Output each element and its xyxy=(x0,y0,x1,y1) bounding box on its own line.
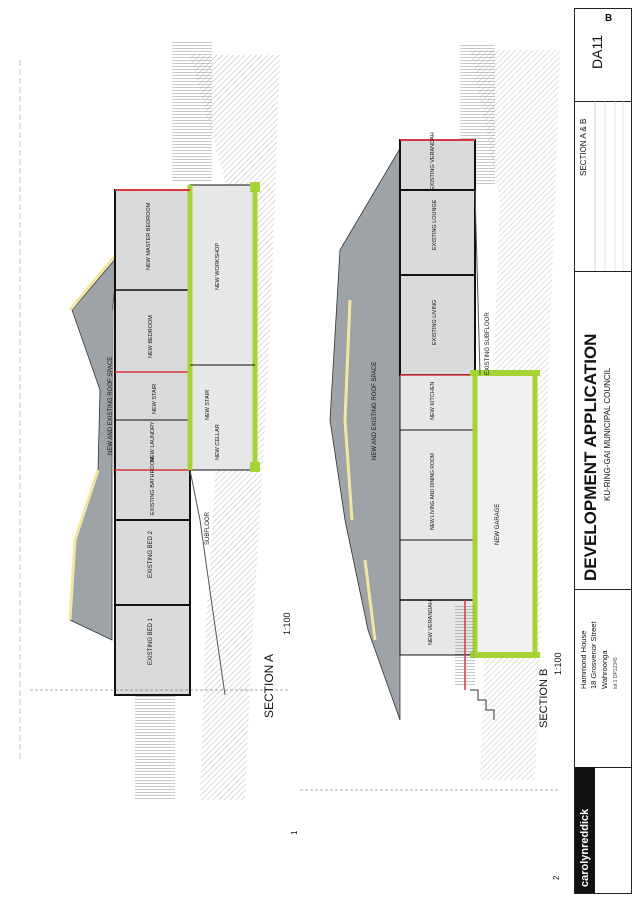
room-label: NEW WORKSHOP xyxy=(215,242,221,290)
room-label: EXISTING LOUNGE xyxy=(432,199,438,250)
room-label: NEW GARAGE xyxy=(495,503,501,545)
room-label: EXISTING LIVING xyxy=(432,299,438,345)
roof-space-label: NEW AND EXISTING ROOF SPACE xyxy=(108,356,114,455)
drawing-title-box: SECTION A & B xyxy=(575,101,631,272)
room-label: NEW LIVING AND DINING ROOM xyxy=(430,453,436,530)
room-label: EXISTING BATHROOM xyxy=(150,456,156,515)
application-box: DEVELOPMENT APPLICATION KU-RING-GAI MUNI… xyxy=(575,271,631,590)
section-a-lower-floor xyxy=(189,184,256,471)
application-title: DEVELOPMENT APPLICATION xyxy=(581,333,600,581)
council-name: KU-RING-GAI MUNICIPAL COUNCIL xyxy=(603,367,612,501)
section-a-fence-bottom xyxy=(135,690,175,800)
section-a-title: SECTION A xyxy=(262,653,276,718)
section-b-existing-rooms xyxy=(399,139,476,376)
project-box: Hammond House 18 Grosvenor Street Wahroo… xyxy=(575,589,631,768)
section-a-number: 1 xyxy=(290,830,299,835)
section-a-upper-floor xyxy=(114,189,191,696)
logo-box: carolynreddick xyxy=(575,767,595,893)
room-label: NEW CELLAR xyxy=(215,424,221,460)
section-b-title: SECTION B xyxy=(538,668,550,728)
section-b-roof xyxy=(329,139,411,721)
section-b-number: 2 xyxy=(552,875,561,880)
room-label: NEW MASTER BEDROOM xyxy=(146,202,152,270)
room-label: NEW STAIR xyxy=(205,389,211,420)
subfloor-label: SUBFLOOR xyxy=(205,511,211,545)
roof-space-label: NEW AND EXISTING ROOF SPACE xyxy=(372,361,378,460)
drawing-number: DA11 xyxy=(589,35,605,69)
room-label: NEW LAUNDRY xyxy=(150,421,156,462)
room-label: EXISTING BED 1 xyxy=(148,617,154,665)
revision-letter: B xyxy=(605,13,613,24)
room-label: NEW KITCHEN xyxy=(430,381,436,421)
project-lot: lot 1 DP12345 xyxy=(613,657,619,689)
drawing-number-box: DA11 B xyxy=(575,9,631,102)
project-street: 18 Grosvenor Street xyxy=(589,621,598,689)
room-label: EXISTING BED 2 xyxy=(148,530,154,578)
project-name: Hammond House xyxy=(579,630,588,689)
subfloor-label: EXISTING SUBFLOOR xyxy=(485,312,491,375)
section-b-scale: 1:100 xyxy=(553,652,563,675)
architect-logo: carolynreddick xyxy=(579,808,591,887)
section-a-scale: 1:100 xyxy=(282,612,292,635)
room-label: EXISTING VERANDAH xyxy=(430,132,436,190)
room-label: NEW BEDROOM xyxy=(148,315,154,358)
title-block: DA11 B SECTION A & B DEVELOPMENT APPLICA… xyxy=(574,8,632,894)
section-a-fence-top xyxy=(172,42,212,182)
room-label: NEW VERANDAH xyxy=(428,600,434,645)
section-a-drawing xyxy=(19,42,290,800)
room-label: NEW STAIR xyxy=(152,383,158,414)
section-b-garage xyxy=(474,374,536,656)
project-suburb: Wahroonga xyxy=(600,650,609,690)
section-b-drawing xyxy=(300,45,560,791)
